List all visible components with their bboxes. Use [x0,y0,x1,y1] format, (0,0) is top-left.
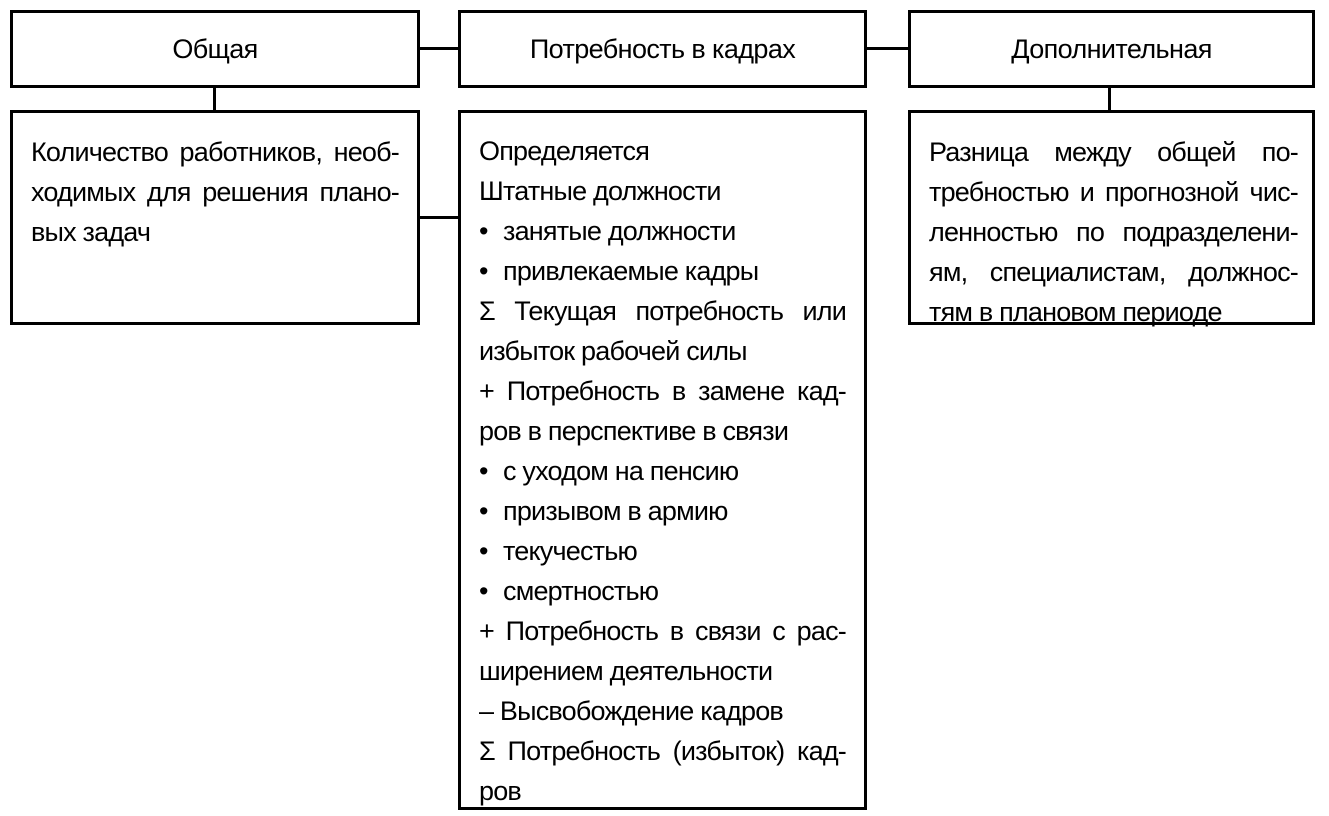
general-line: ходимых для решения плано- [31,177,400,207]
breakdown-line: ширением деятельности [479,656,773,686]
connector-right-down [1108,86,1111,112]
additional-line: Разница между общей по- [929,137,1299,167]
bullet-icon: • [479,256,488,286]
breakdown-line: Σ Потребность (избыток) кад- [479,736,847,766]
breakdown-line: ров в перспективе в связи [479,416,789,446]
additional-line: требностью и прогнозной чис- [929,177,1299,207]
additional-line: тям в плановом периоде [929,297,1222,327]
bullet-icon: • [479,496,488,526]
general-description-box: Количество работников, необ- ходимых для… [10,110,420,325]
bullet-icon: • [479,576,488,606]
bullet-icon: • [479,456,488,486]
breakdown-line: Определяется [479,136,650,166]
header-additional: Дополнительная [908,10,1315,88]
connector-leftbox-centerbox [418,216,460,219]
header-additional-label: Дополнительная [1011,33,1212,64]
header-general: Общая [10,10,420,88]
bullet-list-item-label: призывом в армию [503,496,728,526]
bullet-list-item: • призывом в армию [479,491,846,531]
bullet-list-item: • текучестью [479,531,846,571]
bullet-list-item-label: занятые должности [503,216,736,246]
general-line: Количество работников, необ- [31,137,400,167]
breakdown-line: избыток рабочей силы [479,336,748,366]
header-staff-need: Потребность в кадрах [458,10,867,88]
connector-center-right [865,47,910,50]
bullet-list-item-label: привлекаемые кадры [503,256,759,286]
bullet-list-item: • смертностью [479,571,846,611]
bullet-list-item: • с уходом на пенсию [479,451,846,491]
general-line: вых задач [31,217,151,247]
bullet-icon: • [479,536,488,566]
additional-line: ям, специалистам, должнос- [929,257,1299,287]
header-general-label: Общая [172,33,258,64]
additional-line: ленностью по подразделени- [929,217,1299,247]
breakdown-line: ров [479,776,522,806]
additional-description-box: Разница между общей по- требностью и про… [908,110,1315,327]
bullet-list-item: • привлекаемые кадры [479,251,846,291]
bullet-list-item: • занятые должности [479,211,846,251]
breakdown-line: + Потребность в замене кад- [479,376,847,406]
breakdown-line: Σ Текущая потребность или [479,296,847,326]
header-staff-need-label: Потребность в кадрах [529,33,796,64]
breakdown-line: + Потребность в связи с рас- [479,616,847,646]
connector-left-center [418,47,460,50]
bullet-list-item-label: текучестью [503,536,638,566]
breakdown-line: – Высвобождение кадров [479,696,784,726]
breakdown-line: Штатные должности [479,176,722,206]
connector-left-down [213,86,216,112]
bullet-list-item-label: смертностью [503,576,659,606]
bullet-list-item-label: с уходом на пенсию [503,456,739,486]
bullet-icon: • [479,216,488,246]
